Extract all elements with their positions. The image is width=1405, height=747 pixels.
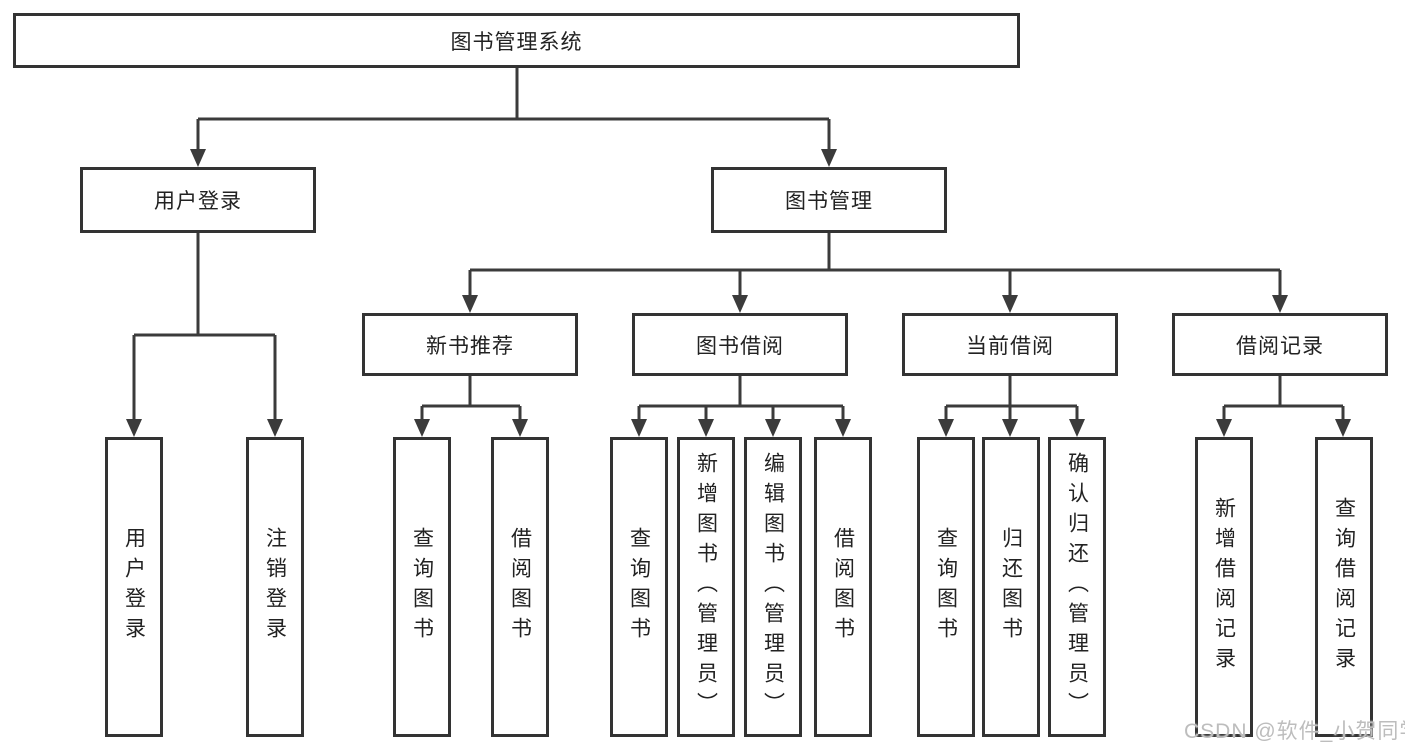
leaf-user-login: 用户登录 [105,437,163,737]
node-system-root: 图书管理系统 [13,13,1020,68]
leaf-logout: 注销登录 [246,437,304,737]
watermark: CSDN @软件_小贺同学 [1184,720,1405,743]
node-current-borrowing: 当前借阅 [902,313,1118,376]
leaf-confirm-return-admin: 确认归还（管理员） [1048,437,1106,737]
node-book-borrowing: 图书借阅 [632,313,848,376]
node-borrowing-records: 借阅记录 [1172,313,1388,376]
leaf-add-borrow-record: 新增借阅记录 [1195,437,1253,737]
leaf-borrow-books-recommend: 借阅图书 [491,437,549,737]
leaf-query-books-current: 查询图书 [917,437,975,737]
leaf-query-books-borrowing: 查询图书 [610,437,668,737]
leaf-return-books: 归还图书 [982,437,1040,737]
leaf-query-borrow-record: 查询借阅记录 [1315,437,1373,737]
connector-segments [132,68,1345,423]
leaf-borrow-books-borrowing: 借阅图书 [814,437,872,737]
node-book-management: 图书管理 [711,167,947,233]
leaf-query-books-recommend: 查询图书 [393,437,451,737]
leaf-add-books-admin: 新增图书（管理员） [677,437,735,737]
node-new-book-recommend: 新书推荐 [362,313,578,376]
leaf-edit-books-admin: 编辑图书（管理员） [744,437,802,737]
node-user-login: 用户登录 [80,167,316,233]
